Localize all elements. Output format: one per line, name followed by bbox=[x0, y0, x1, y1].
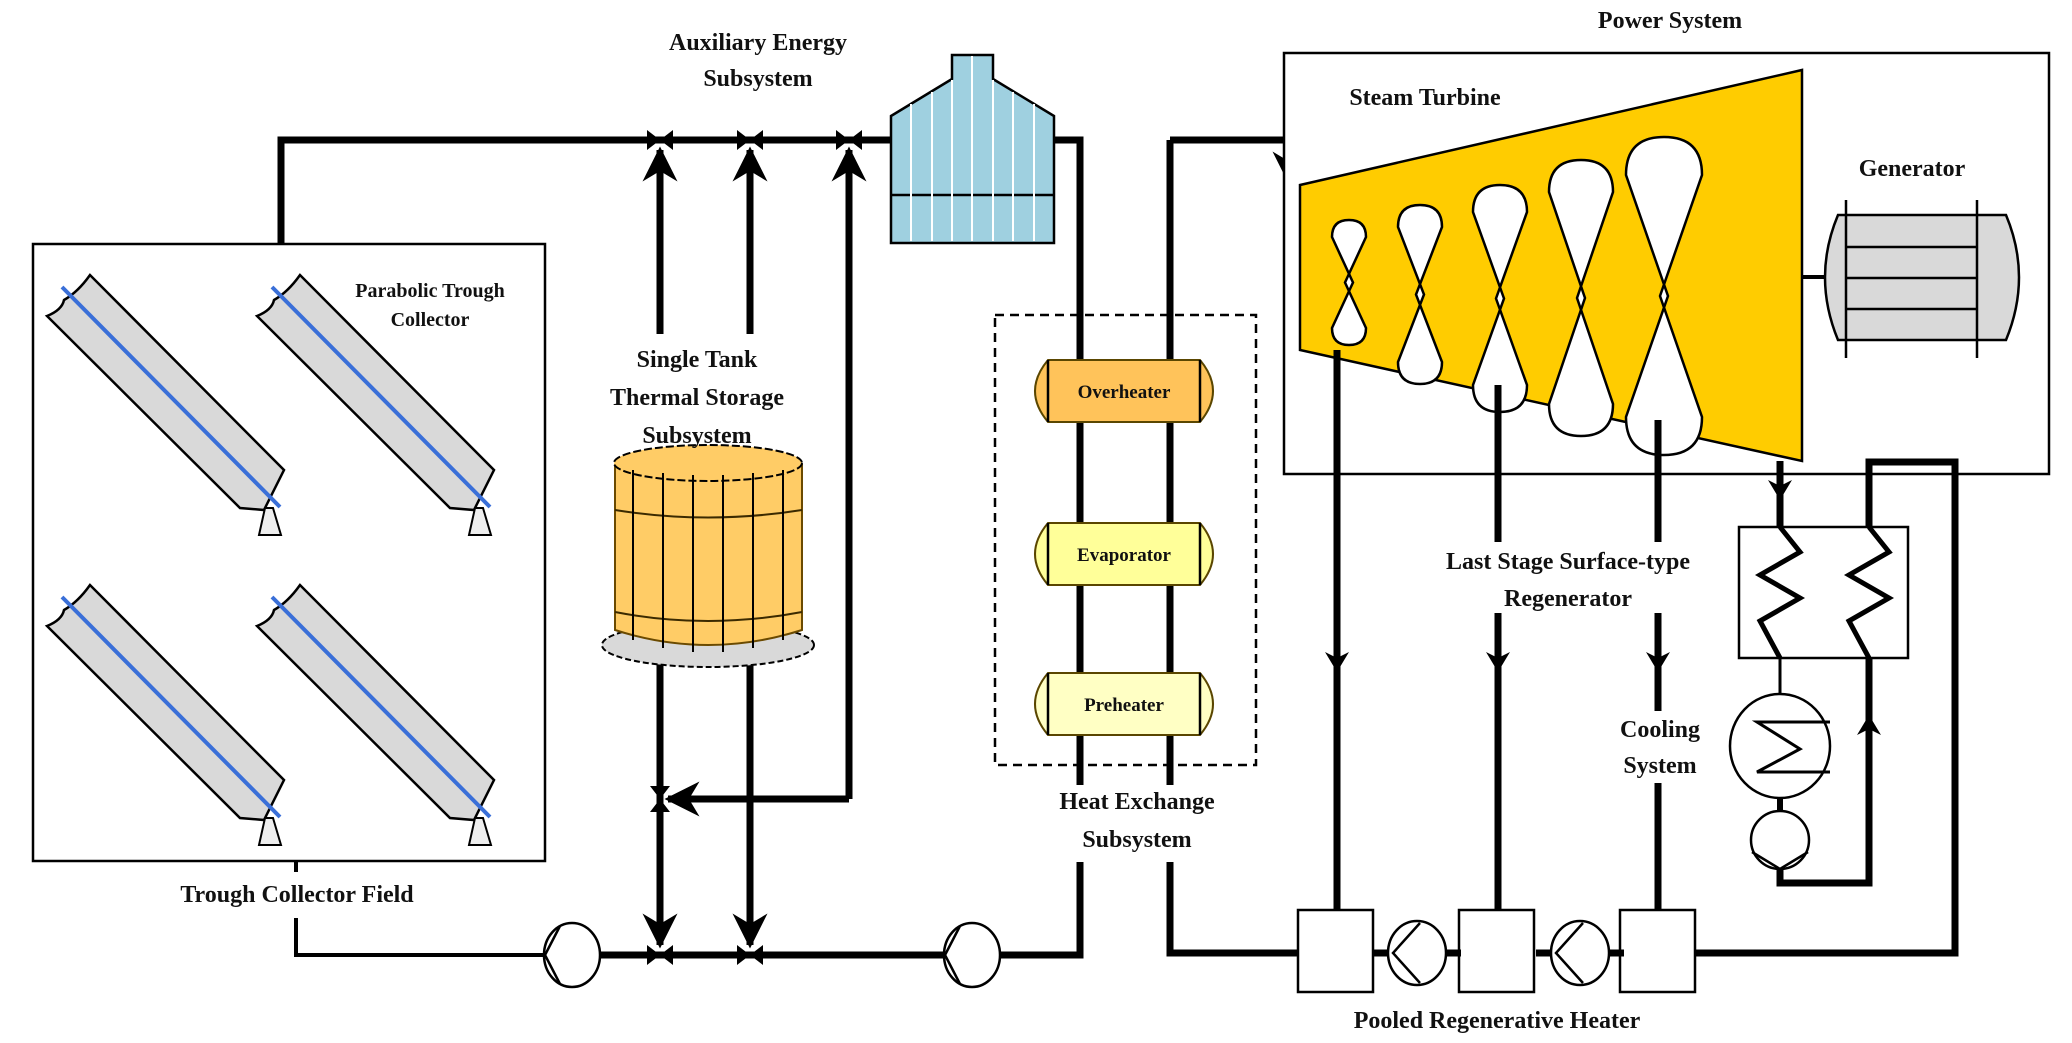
collector-group bbox=[44, 273, 496, 846]
storage-tank bbox=[601, 444, 815, 668]
collector-label-line1: Parabolic Trough bbox=[355, 280, 504, 302]
receiver-tube bbox=[270, 285, 492, 509]
condenser-coil-2 bbox=[1843, 525, 1895, 660]
collector-label-line2: Collector bbox=[391, 309, 470, 331]
turbine-stage bbox=[1471, 183, 1529, 414]
collector-inlet-pipe-lower bbox=[294, 918, 545, 957]
hx-right-pipe-lower bbox=[1166, 862, 1298, 957]
storage-label-line1: Single Tank bbox=[637, 347, 758, 373]
collector-outlet-pipe bbox=[277, 136, 891, 244]
collector-field-label: Trough Collector Field bbox=[180, 882, 414, 908]
collector-stand bbox=[467, 817, 493, 846]
extraction-arrows bbox=[1325, 652, 1670, 672]
auxiliary-label-line2: Subsystem bbox=[703, 66, 812, 92]
generator-label: Generator bbox=[1859, 156, 1966, 182]
cooling-up-arrow bbox=[1857, 715, 1881, 735]
junction-arrows bbox=[647, 130, 862, 965]
collector-stand bbox=[467, 507, 493, 536]
pump-hx bbox=[942, 921, 1002, 989]
regenerative-heater-unit bbox=[1618, 908, 1697, 994]
pooled-heater-label: Pooled Regenerative Heater bbox=[1354, 1008, 1641, 1034]
heat-exchanger-evaporator: Evaporator bbox=[1034, 522, 1214, 586]
steam-turbine bbox=[1298, 68, 1804, 463]
heat-exchanger-label: Preheater bbox=[1084, 695, 1164, 716]
auxiliary-label-line1: Auxiliary Energy bbox=[669, 30, 847, 56]
heat-exchange-label-line1: Heat Exchange bbox=[1059, 789, 1215, 815]
pump-cooling bbox=[1749, 809, 1811, 871]
generator bbox=[1823, 200, 2021, 358]
turbine-stage bbox=[1396, 203, 1444, 386]
parabolic-trough-collector bbox=[44, 583, 286, 846]
cooling-label-line2: System bbox=[1623, 753, 1696, 779]
turbine-stage bbox=[1547, 158, 1615, 438]
cooling-label-line1: Cooling bbox=[1620, 717, 1700, 743]
cooling-heat-exchanger bbox=[1728, 692, 1832, 800]
turbine-stage bbox=[1624, 135, 1704, 457]
receiver-tube bbox=[270, 595, 492, 819]
collector-stand bbox=[257, 817, 283, 846]
pump-collector bbox=[542, 921, 602, 989]
hx-return-pipe bbox=[1001, 862, 1084, 959]
heat-exchanger-label: Overheater bbox=[1078, 382, 1171, 403]
storage-label-line2: Thermal Storage bbox=[610, 385, 784, 411]
pump-regenerative bbox=[1549, 919, 1611, 987]
heat-exchange-box bbox=[993, 313, 1258, 767]
regenerative-heater-unit bbox=[1457, 908, 1536, 994]
regenerator-label-line1: Last Stage Surface-type bbox=[1446, 549, 1690, 575]
receiver-tube bbox=[60, 595, 282, 819]
auxiliary-boiler bbox=[889, 53, 1056, 245]
regenerative-heater-unit bbox=[1296, 908, 1375, 994]
collector-stand bbox=[257, 507, 283, 536]
exhaust-arrow bbox=[1768, 480, 1792, 500]
parabolic-trough-collector bbox=[44, 273, 286, 536]
steam-to-turbine-pipe bbox=[1170, 136, 1308, 187]
condenser-coil-1 bbox=[1754, 525, 1806, 660]
heat-exchanger-preheater: Preheater bbox=[1034, 672, 1214, 736]
pump-regenerative bbox=[1386, 919, 1448, 987]
heat-exchanger-overheater: Overheater bbox=[1034, 359, 1214, 423]
heat-exchanger-label: Evaporator bbox=[1077, 545, 1172, 566]
parabolic-trough-collector bbox=[254, 273, 496, 536]
pooled-heater-group bbox=[1296, 908, 1697, 994]
cooling-loop-pipe bbox=[1776, 658, 1873, 887]
boiler-to-hx-pipe bbox=[1054, 136, 1084, 360]
steam-turbine-label: Steam Turbine bbox=[1349, 85, 1501, 111]
storage-label-line3: Subsystem bbox=[642, 423, 751, 449]
power-system-label: Power System bbox=[1598, 8, 1742, 34]
cooling-return-pipe bbox=[1695, 458, 1959, 957]
heat-exchange-label-line2: Subsystem bbox=[1082, 827, 1191, 853]
parabolic-trough-collector bbox=[254, 583, 496, 846]
regenerator-label-line2: Regenerator bbox=[1504, 586, 1632, 612]
turbine-stage bbox=[1330, 218, 1368, 347]
receiver-tube bbox=[60, 285, 282, 509]
